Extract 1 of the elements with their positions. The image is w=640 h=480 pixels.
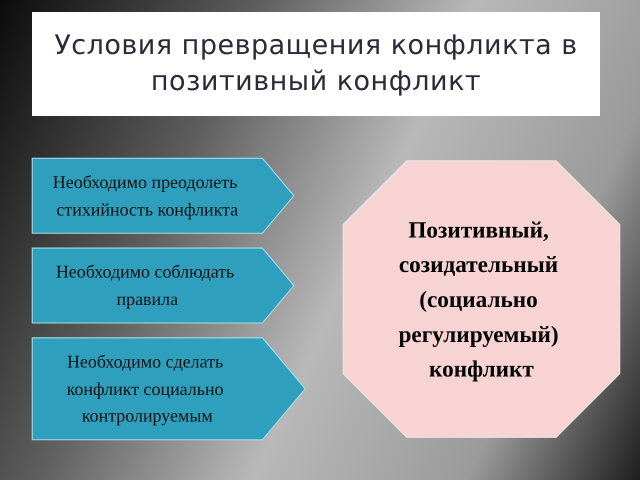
title: Условия превращения конфликта в позитивный конфликт bbox=[32, 12, 600, 116]
